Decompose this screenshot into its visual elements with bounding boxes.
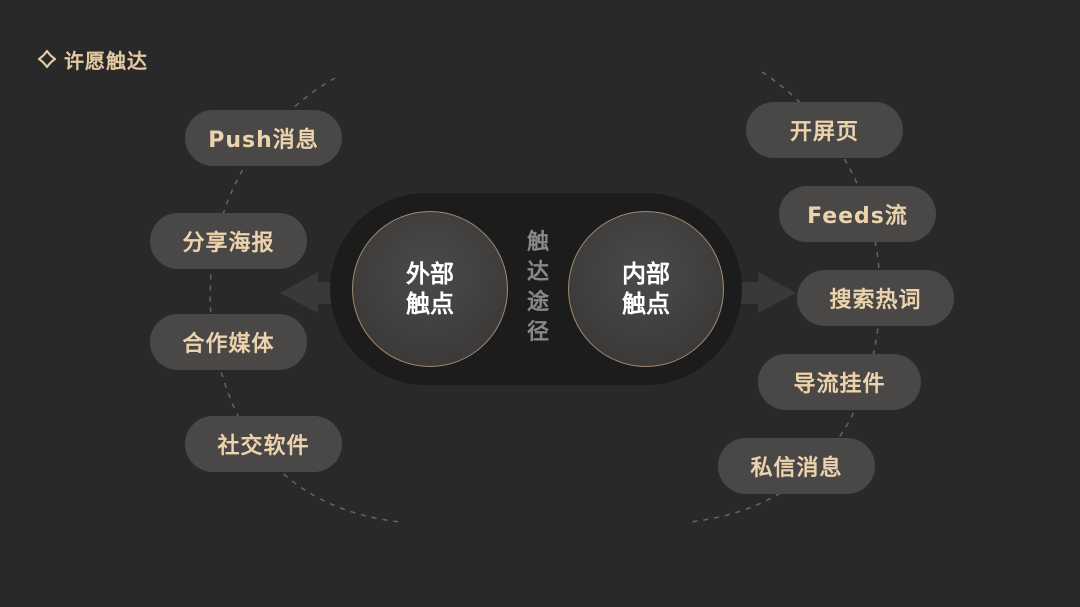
- internal-item-widget: 导流挂件: [758, 354, 921, 410]
- external-label-line1: 外部: [406, 260, 454, 288]
- internal-item-hot-search: 搜索热词: [797, 270, 954, 326]
- external-item-push: Push消息: [185, 110, 342, 166]
- reach-path-char: 达: [526, 260, 549, 285]
- reach-path-char: 径: [526, 320, 549, 345]
- diamond-logo-icon: [37, 49, 57, 69]
- external-item-share-poster: 分享海报: [150, 213, 307, 269]
- page-header: 许愿触达: [36, 44, 148, 74]
- external-touchpoint-circle: 外部 触点: [352, 211, 508, 367]
- page-title: 许愿触达: [64, 48, 148, 73]
- internal-label-line2: 触点: [622, 290, 670, 318]
- reach-path-char: 触: [526, 230, 549, 255]
- external-item-partner-media: 合作媒体: [150, 314, 307, 370]
- external-item-social-apps: 社交软件: [185, 416, 342, 472]
- internal-item-private-message: 私信消息: [718, 438, 875, 494]
- internal-label-line1: 内部: [622, 260, 670, 288]
- internal-item-splash: 开屏页: [746, 102, 903, 158]
- reach-path-char: 途: [526, 290, 549, 315]
- left-dashed-arc: [209, 77, 401, 523]
- internal-item-feeds: Feeds流: [779, 186, 936, 242]
- internal-touchpoint-circle: 内部 触点: [568, 211, 724, 367]
- reach-path-label: 触 达 途 径: [520, 228, 556, 348]
- external-label-line2: 触点: [406, 290, 454, 318]
